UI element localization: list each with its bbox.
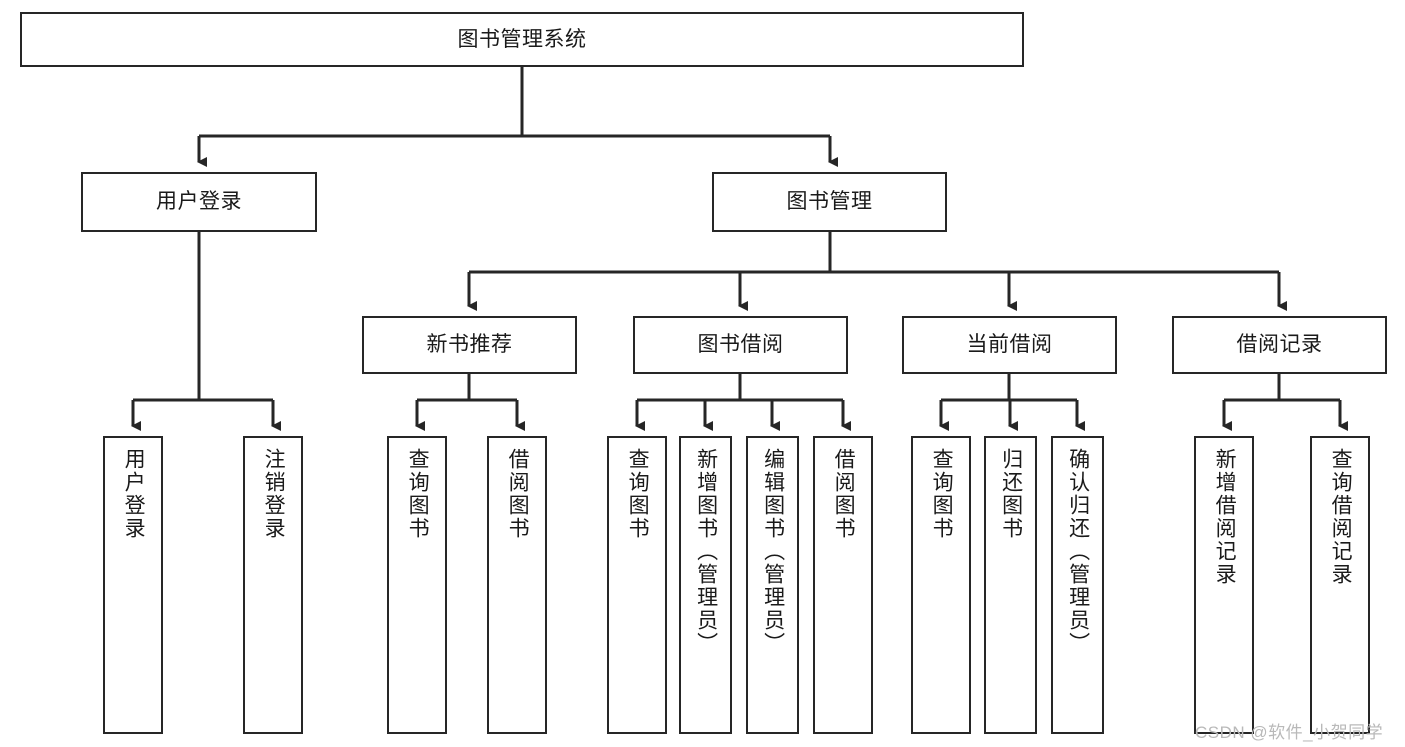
leaf-add-borrow-record[interactable]: 新增借阅记录 [1194, 436, 1254, 734]
node-user-login-label: 用户登录 [156, 190, 242, 214]
node-book-borrow[interactable]: 图书借阅 [633, 316, 848, 374]
leaf-user-logout[interactable]: 注销登录 [243, 436, 303, 734]
leaf-return-book[interactable]: 归还图书 [984, 436, 1037, 734]
leaf-query-book-current[interactable]: 查询图书 [911, 436, 971, 734]
leaf-add-book[interactable]: 新增图书（管理员） [679, 436, 732, 734]
leaf-borrow-book-rec[interactable]: 借阅图书 [487, 436, 547, 734]
leaf-borrow-book-rec-label: 借阅图书 [506, 448, 530, 540]
leaf-return-book-label: 归还图书 [999, 448, 1023, 540]
leaf-query-book-rec[interactable]: 查询图书 [387, 436, 447, 734]
leaf-edit-book[interactable]: 编辑图书（管理员） [746, 436, 799, 734]
leaf-user-logout-label: 注销登录 [262, 448, 286, 540]
node-borrow-record[interactable]: 借阅记录 [1172, 316, 1387, 374]
node-new-book-recommend-label: 新书推荐 [426, 333, 513, 357]
node-user-login[interactable]: 用户登录 [81, 172, 317, 232]
node-root-label: 图书管理系统 [457, 27, 587, 51]
leaf-query-borrow-record-label: 查询借阅记录 [1329, 448, 1353, 586]
leaf-add-borrow-record-label: 新增借阅记录 [1213, 448, 1237, 586]
node-current-borrow-label: 当前借阅 [966, 333, 1053, 357]
node-root[interactable]: 图书管理系统 [20, 12, 1024, 67]
leaf-query-book-borrow-label: 查询图书 [626, 448, 650, 540]
node-book-manage-label: 图书管理 [786, 190, 873, 214]
leaf-query-book-current-label: 查询图书 [930, 448, 954, 540]
node-new-book-recommend[interactable]: 新书推荐 [362, 316, 577, 374]
leaf-query-book-borrow[interactable]: 查询图书 [607, 436, 667, 734]
node-book-manage[interactable]: 图书管理 [712, 172, 947, 232]
leaf-borrow-book[interactable]: 借阅图书 [813, 436, 873, 734]
leaf-query-borrow-record[interactable]: 查询借阅记录 [1310, 436, 1370, 734]
leaf-confirm-return-label: 确认归还（管理员） [1066, 448, 1090, 655]
csdn-watermark: CSDN @软件_小贺同学 [1195, 723, 1384, 742]
leaf-user-login[interactable]: 用户登录 [103, 436, 163, 734]
leaf-user-login-label: 用户登录 [122, 448, 146, 540]
leaf-query-book-rec-label: 查询图书 [406, 448, 430, 540]
node-current-borrow[interactable]: 当前借阅 [902, 316, 1117, 374]
leaf-borrow-book-label: 借阅图书 [832, 448, 856, 540]
node-borrow-record-label: 借阅记录 [1236, 333, 1323, 357]
leaf-edit-book-label: 编辑图书（管理员） [761, 448, 785, 655]
node-book-borrow-label: 图书借阅 [697, 333, 784, 357]
leaf-add-book-label: 新增图书（管理员） [694, 448, 718, 655]
leaf-confirm-return[interactable]: 确认归还（管理员） [1051, 436, 1104, 734]
